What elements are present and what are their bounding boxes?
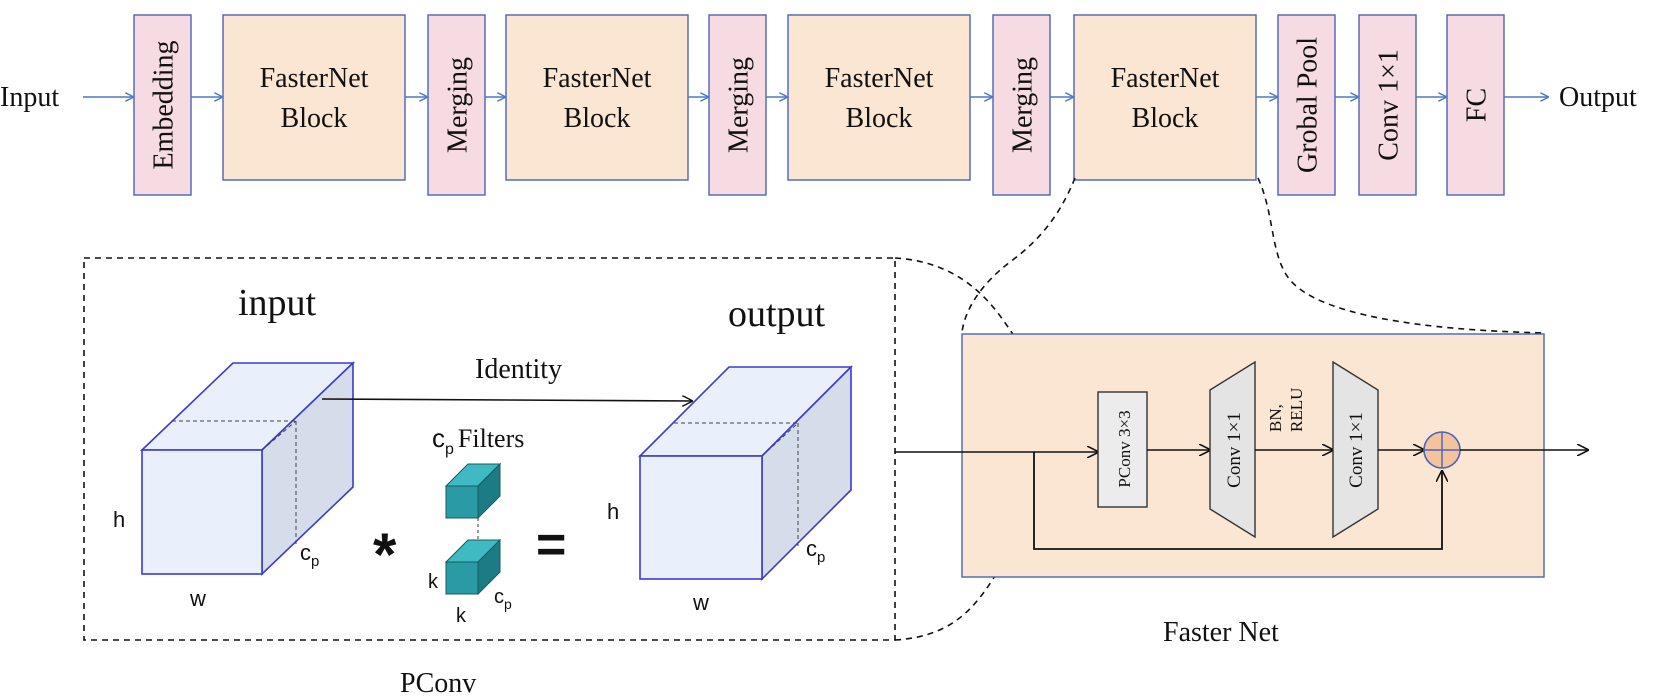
add-operator-icon — [1423, 431, 1461, 469]
pconv-output-title: output — [728, 293, 826, 335]
output-h-label: h — [607, 499, 619, 524]
fasternet-caption: Faster Net — [1163, 617, 1279, 648]
pconv-input-title: input — [238, 282, 317, 324]
input-feature-cube — [140, 361, 355, 576]
stage-label: Merging — [724, 57, 755, 153]
filter-k-side-label: k — [428, 571, 439, 593]
conv1x1-label-1: Conv 1×1 — [1224, 412, 1245, 488]
stage-label: Embedding — [149, 40, 180, 169]
identity-arrow — [321, 399, 692, 401]
output-w-label: w — [692, 590, 709, 615]
relu-label: RELU — [1287, 388, 1306, 432]
stage-box: Merging — [427, 14, 486, 196]
fasternet-panel: PConv 3×3 Conv 1×1 BN, RELU Conv 1×1 Fas… — [895, 333, 1588, 648]
residual-skip-line — [1033, 452, 1442, 550]
stage-label: Grobal Pool — [1293, 37, 1324, 173]
filter-cp-label: cp — [494, 586, 512, 612]
stage-label: FC — [1462, 88, 1493, 122]
conv1x1-trapezoid-2 — [1332, 360, 1379, 539]
input-w-label: w — [189, 586, 206, 611]
output-cp-label: cp — [806, 536, 825, 566]
identity-label: Identity — [475, 354, 562, 385]
pconv-panel-frame — [83, 257, 896, 641]
stage-box: Conv 1×1 — [1358, 14, 1417, 196]
pipeline-input-label: Input — [0, 82, 59, 113]
stage-label: Merging — [443, 57, 474, 153]
stage-label: Conv 1×1 — [1374, 49, 1405, 160]
stage-label: Merging — [1008, 57, 1039, 153]
conv1x1-label-2: Conv 1×1 — [1346, 412, 1367, 488]
zoom-connector-left — [961, 177, 1076, 333]
stage-box: Merging — [992, 14, 1051, 196]
filter-k-bottom-label: k — [456, 605, 467, 627]
input-cp-label: cp — [300, 540, 319, 570]
conv1x1-trapezoid-1 — [1209, 360, 1256, 539]
convolution-star-symbol: * — [373, 521, 397, 588]
pconv-caption: PConv — [400, 668, 476, 697]
stage-box: Embedding — [133, 14, 192, 196]
stage-box: Merging — [708, 14, 767, 196]
stage-box: FC — [1446, 14, 1505, 196]
zoom-connector-right — [1257, 177, 1546, 334]
filter-cube-bottom — [444, 538, 502, 596]
pconv3x3-box — [1097, 391, 1148, 508]
filter-cube-top — [444, 462, 502, 520]
output-feature-cube — [638, 365, 853, 581]
bn-label: BN, — [1266, 404, 1285, 432]
equals-symbol: = — [536, 516, 566, 574]
stage-box: Grobal Pool — [1277, 14, 1336, 196]
pconv3x3-label: PConv 3×3 — [1115, 410, 1134, 487]
input-h-label: h — [113, 507, 125, 532]
pipeline-output-label: Output — [1559, 82, 1637, 113]
